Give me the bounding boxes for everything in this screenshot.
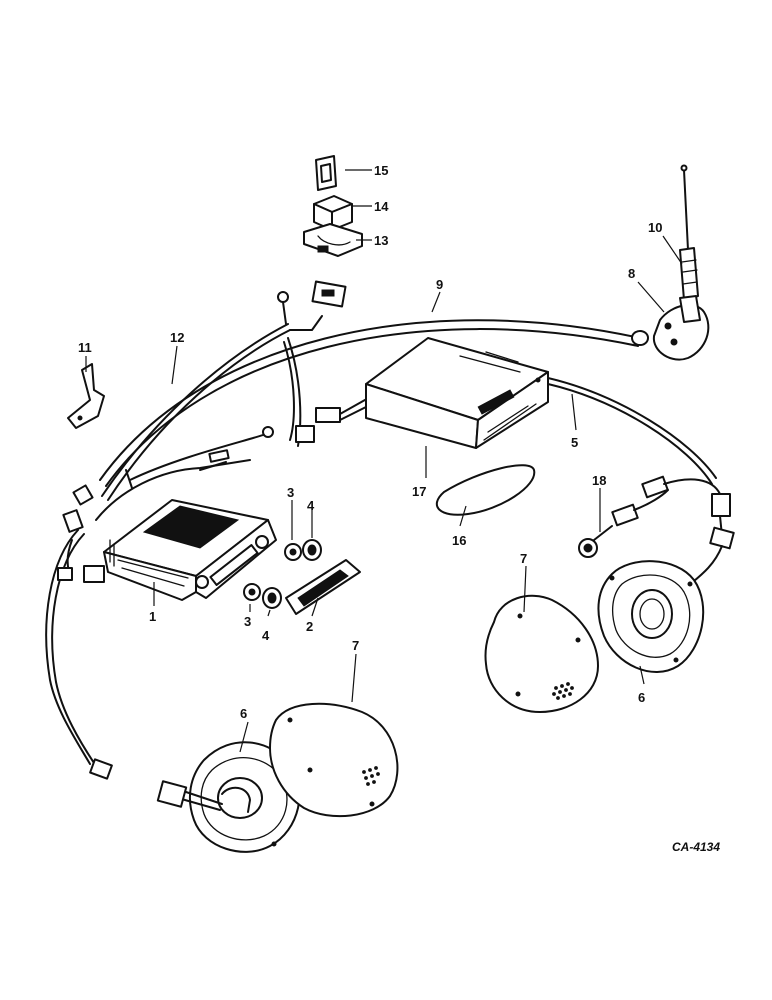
callout-4-upper: 4 [307,498,315,513]
radio-1 [103,499,277,601]
callout-1: 1 [149,609,156,624]
face-plate-2 [285,559,361,615]
callout-16: 16 [452,533,466,548]
wire-harness-12 [45,315,323,767]
cable-9 [99,319,641,487]
loop-wire-16 [435,464,536,516]
gasket-15 [315,155,337,191]
callout-6-right: 6 [638,690,645,705]
cable-5 [547,377,717,485]
speaker-6-left [156,741,301,853]
callout-12: 12 [170,330,184,345]
plug-18 [578,475,735,587]
bracket-13 [303,223,363,257]
amplifier-box-17 [365,337,549,449]
callout-numbers: 15 14 13 10 8 9 12 11 5 17 16 18 3 4 1 3… [78,163,662,721]
callout-5: 5 [571,435,578,450]
callout-3-upper: 3 [287,485,294,500]
callout-10: 10 [648,220,662,235]
grille-7-left [269,702,399,818]
callout-11: 11 [78,340,92,355]
drawing-code: CA-4134 [672,840,720,854]
callout-18: 18 [592,473,606,488]
knob-4-lower [262,587,282,609]
callout-3-lower: 3 [244,614,251,629]
callout-9: 9 [436,277,443,292]
callout-13: 13 [374,233,388,248]
callout-8: 8 [628,266,635,281]
antenna-mount-8 [631,295,710,361]
callout-4-lower: 4 [262,628,270,643]
callout-17: 17 [412,484,426,499]
relay-14 [313,195,353,231]
antenna-10 [679,164,699,301]
callout-15: 15 [374,163,388,178]
nut-3-lower [243,583,261,601]
grille-7-right [484,594,599,713]
speaker-6-right [597,560,705,673]
bracket-11 [67,363,105,429]
callout-7-left: 7 [352,638,359,653]
knob-4-upper [302,539,322,561]
leader-lines [85,169,683,753]
callout-7-right: 7 [520,551,527,566]
callout-14: 14 [374,199,389,214]
callout-2: 2 [306,619,313,634]
callout-6-left: 6 [240,706,247,721]
nut-3-upper [284,543,302,561]
